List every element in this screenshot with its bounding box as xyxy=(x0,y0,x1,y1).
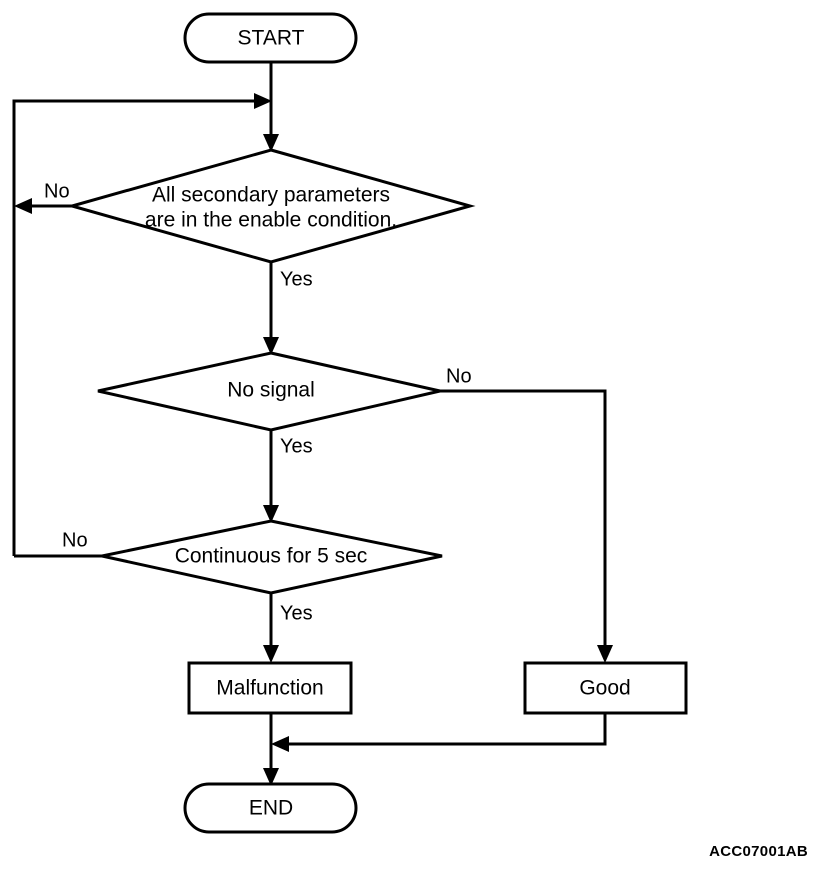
arrowhead-good-merge xyxy=(271,736,289,752)
node-decision-no-signal-label: No signal xyxy=(227,379,315,402)
arrowhead-malfunction-to-end xyxy=(263,768,279,786)
edge-label-parameters-no: No xyxy=(44,180,70,202)
edge-label-continuous-yes: Yes xyxy=(280,602,313,624)
arrowhead-continuous-yes xyxy=(263,645,279,663)
node-decision-parameters-label-line1: All secondary parameters xyxy=(152,184,390,207)
node-result-malfunction[interactable] xyxy=(187,661,353,715)
arrowhead-parameters-yes xyxy=(263,337,279,355)
connector-loopback-rail xyxy=(12,99,259,556)
node-result-malfunction-label: Malfunction xyxy=(216,677,323,700)
figure-code-label: ACC07001AB xyxy=(709,843,808,860)
edge-label-continuous-no: No xyxy=(62,529,88,551)
connector-no-signal-no xyxy=(440,389,607,653)
node-decision-parameters-label-line2: are in the enable condition. xyxy=(145,209,397,232)
arrowhead-parameters-no xyxy=(14,198,32,214)
arrowhead-loopback-into-spine xyxy=(254,93,272,109)
node-result-good-label: Good xyxy=(579,677,630,700)
arrowhead-start-to-parameters xyxy=(263,134,279,152)
node-start-label: START xyxy=(238,27,305,50)
node-result-good[interactable] xyxy=(523,661,688,715)
node-decision-continuous-label: Continuous for 5 sec xyxy=(175,545,368,568)
edge-label-no-signal-yes: Yes xyxy=(280,435,313,457)
edge-label-parameters-yes: Yes xyxy=(280,268,313,290)
arrowhead-no-signal-no xyxy=(597,645,613,663)
node-end[interactable] xyxy=(183,782,358,834)
arrowhead-no-signal-yes xyxy=(263,505,279,523)
node-decision-parameters[interactable] xyxy=(66,148,476,264)
edge-label-no-signal-no: No xyxy=(446,365,472,387)
node-start[interactable] xyxy=(183,12,358,64)
node-end-label: END xyxy=(249,797,293,820)
node-decision-no-signal[interactable] xyxy=(97,351,441,432)
connector-good-merge xyxy=(284,713,607,746)
node-decision-continuous[interactable] xyxy=(101,519,443,595)
